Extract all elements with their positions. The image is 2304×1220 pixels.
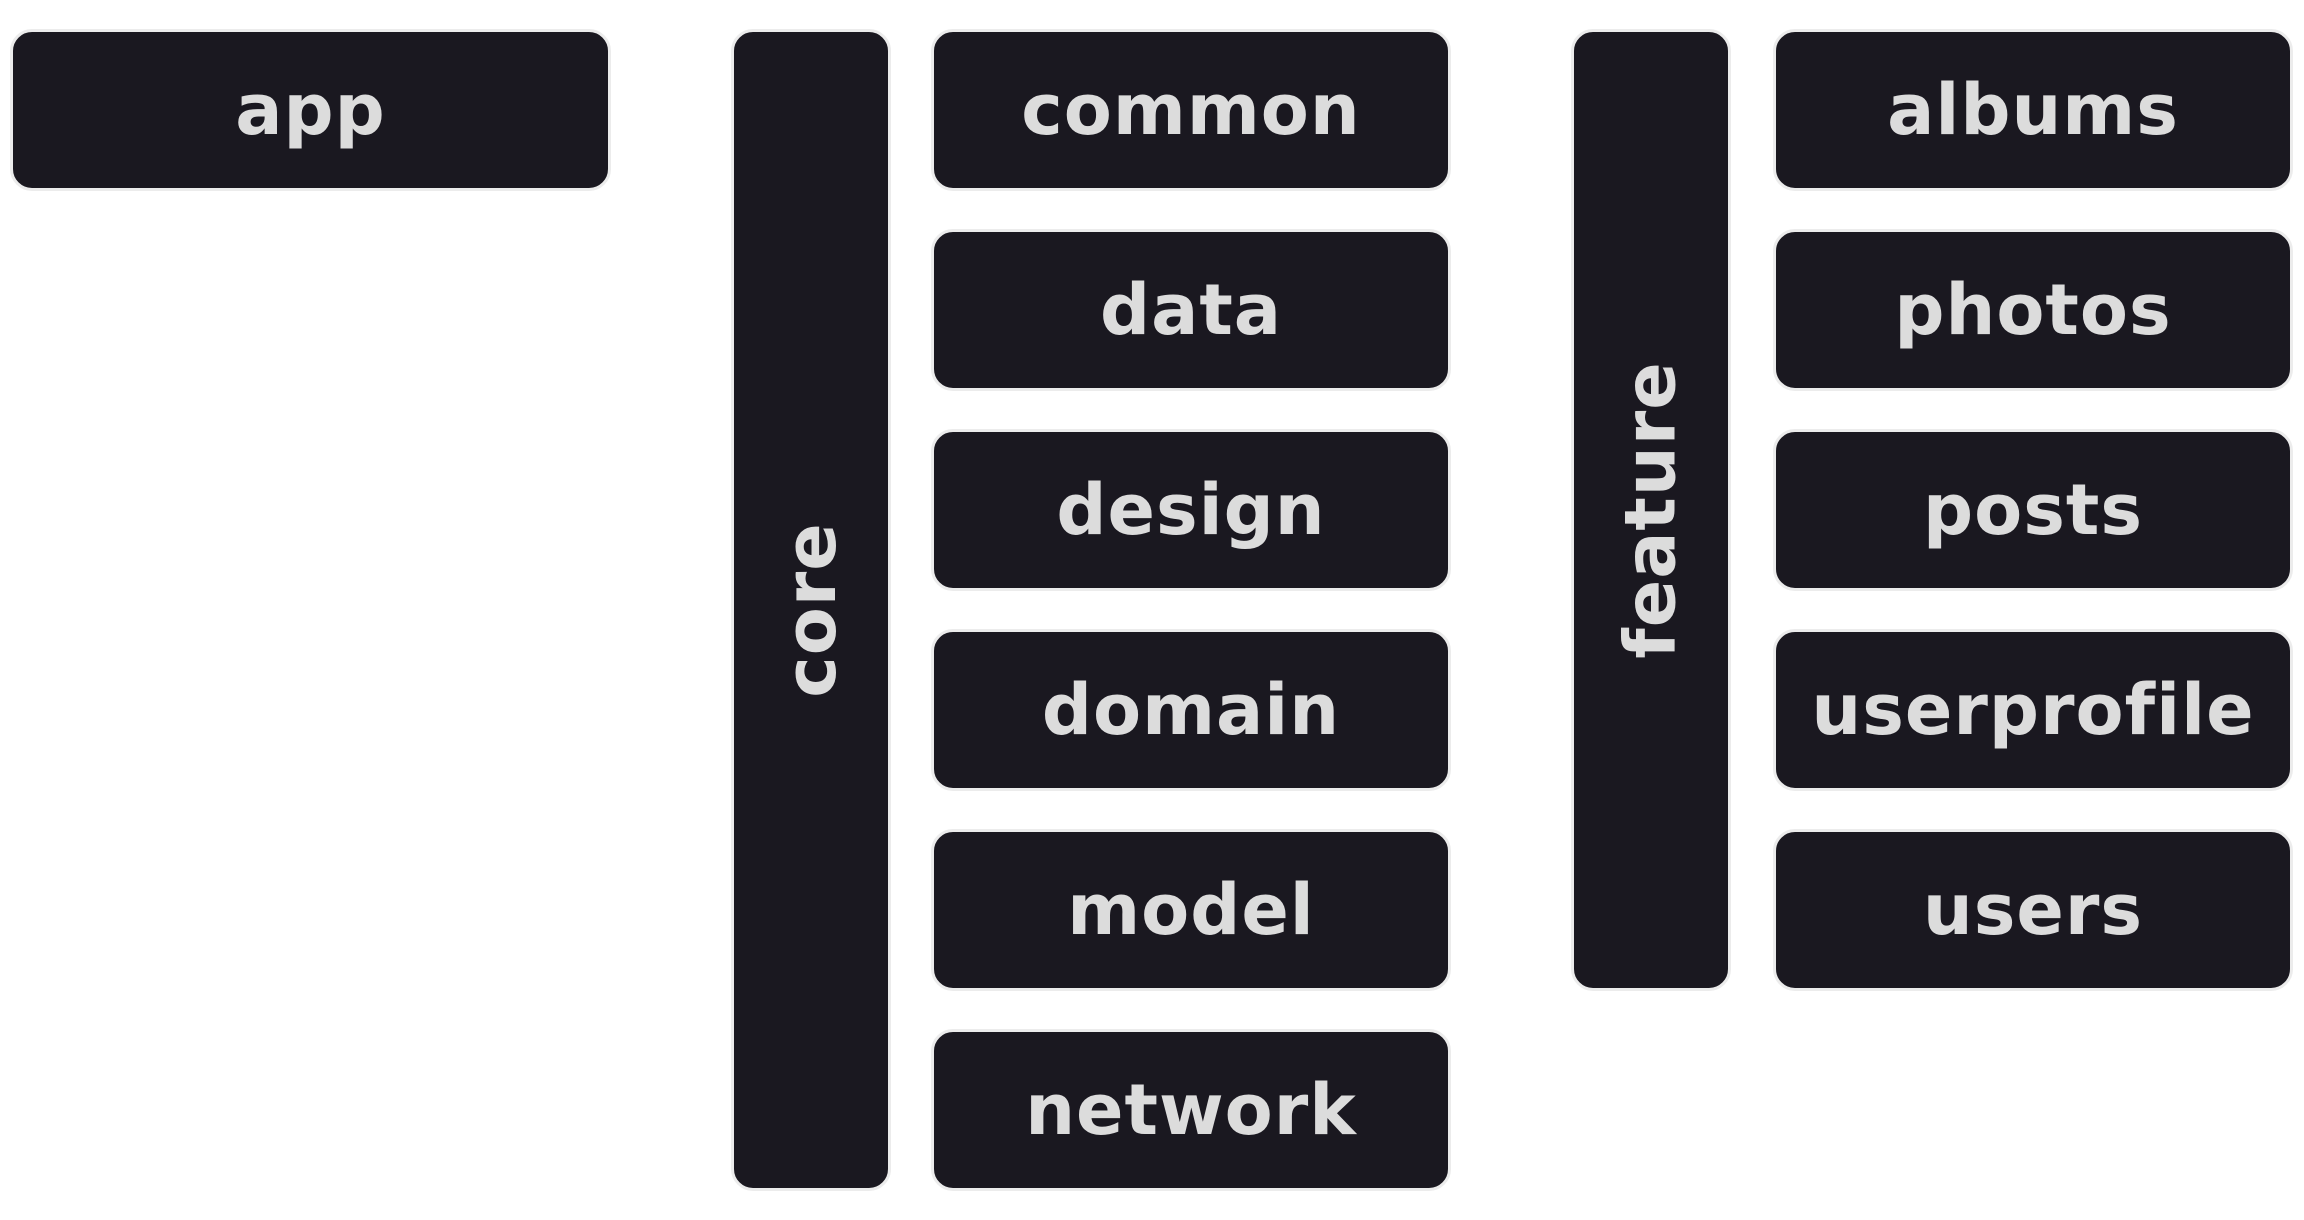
core-group-bar: core [731,29,891,1191]
core-module-label: model [1067,869,1315,951]
core-module-label: network [1025,1069,1357,1151]
app-module-label: app [235,69,386,151]
core-module-design: design [931,429,1451,591]
core-module-data: data [931,229,1451,391]
core-module-label: domain [1041,669,1341,751]
core-module-network: network [931,1029,1451,1191]
feature-module-label: albums [1887,69,2179,151]
feature-module-userprofile: userprofile [1773,629,2293,791]
core-module-model: model [931,829,1451,991]
core-module-common: common [931,29,1451,191]
core-module-label: data [1099,269,1283,351]
core-group-label: core [770,522,852,698]
feature-module-photos: photos [1773,229,2293,391]
feature-module-label: photos [1894,269,2172,351]
core-module-domain: domain [931,629,1451,791]
app-module: app [10,29,611,191]
core-module-label: design [1056,469,1326,551]
feature-module-users: users [1773,829,2293,991]
feature-module-label: userprofile [1811,669,2255,751]
feature-module-label: users [1922,869,2144,951]
feature-group-bar: feature [1571,29,1731,991]
feature-module-albums: albums [1773,29,2293,191]
feature-group-label: feature [1610,361,1692,659]
feature-module-label: posts [1923,469,2143,551]
feature-module-posts: posts [1773,429,2293,591]
core-module-label: common [1021,69,1361,151]
